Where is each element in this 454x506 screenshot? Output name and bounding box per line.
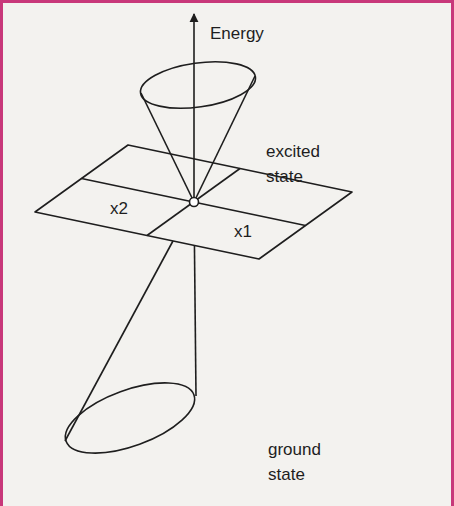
state-label: ground state bbox=[268, 438, 340, 487]
axis-label: Energy bbox=[210, 22, 300, 47]
state-label: excited state bbox=[266, 140, 338, 189]
coordinate-label: x2 bbox=[110, 197, 150, 222]
intersection-point bbox=[190, 198, 199, 207]
coordinate-label: x1 bbox=[234, 220, 274, 245]
excited-state-cone bbox=[138, 55, 259, 202]
